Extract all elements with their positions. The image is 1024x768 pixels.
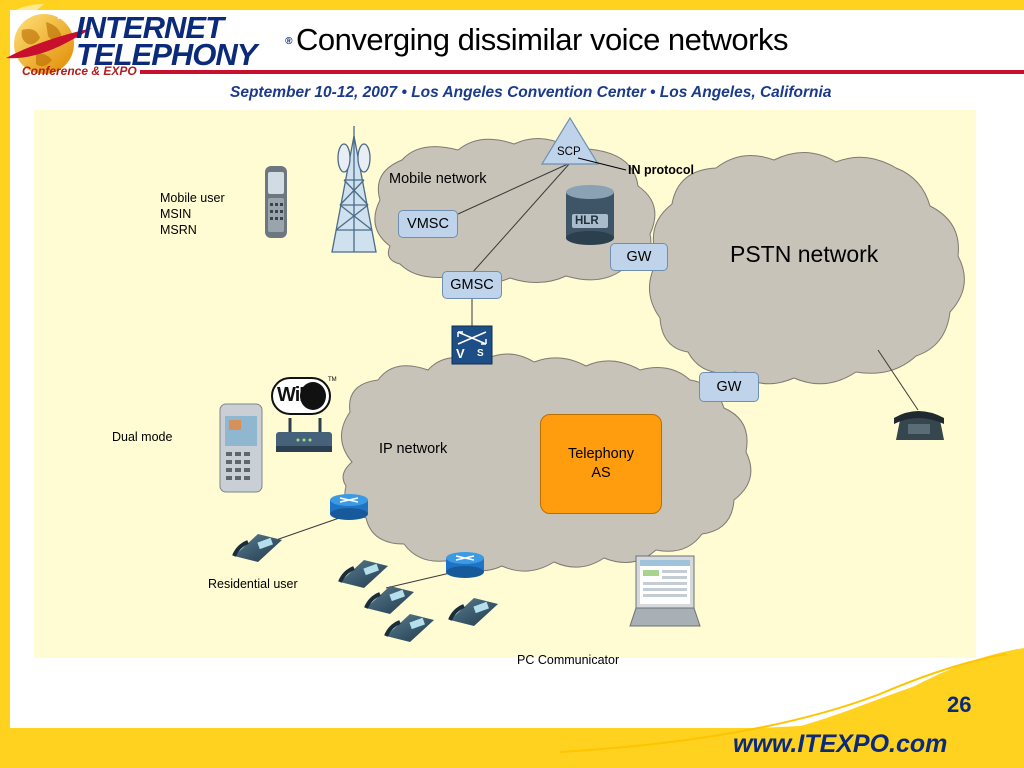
cell-tower-icon xyxy=(331,126,377,253)
connection-lines xyxy=(275,162,919,589)
footer-url-link[interactable]: www.ITEXPO.com xyxy=(733,730,948,758)
ip-network-label: IP network xyxy=(379,441,448,457)
telephony-as-line1: Telephony xyxy=(567,446,635,463)
dual-mode-pda-icon xyxy=(219,403,263,493)
ip-phone-icon xyxy=(448,598,498,626)
wifi-access-point-icon xyxy=(276,418,332,452)
logo-conference-expo-text: Conference & EXPO xyxy=(22,64,137,78)
mobile-user-label: Mobile user MSIN MSRN xyxy=(160,190,225,238)
residential-user-label: Residential user xyxy=(208,577,298,591)
pc-communicator-label: PC Communicator xyxy=(517,653,620,667)
wifi-logo-wi: WiFi xyxy=(277,384,316,406)
mobile-phone-icon xyxy=(265,166,287,238)
mobile-user-line2: MSIN xyxy=(160,207,192,221)
logo-registered-mark: ® xyxy=(285,36,292,47)
wifi-logo-text: WiFi xyxy=(277,384,316,407)
footer-swoosh-edge xyxy=(559,653,1007,753)
gw-node-mobile-pstn: GW xyxy=(610,243,668,271)
wifi-logo-tm: TM xyxy=(328,377,337,383)
vs-switch-icon xyxy=(451,325,493,365)
pstn-desk-phone-icon xyxy=(894,411,944,440)
ip-phone-icon xyxy=(232,534,282,562)
gmsc-node: GMSC xyxy=(442,271,502,299)
scp-node xyxy=(540,116,600,165)
vs-switch-s-label: S xyxy=(477,348,484,359)
router-icon-1 xyxy=(330,494,368,520)
logo-tmc-badge: TMC xyxy=(56,11,78,22)
footer-swoosh xyxy=(520,650,1024,768)
mobile-network-label: Mobile network xyxy=(389,171,487,187)
logo-globe xyxy=(6,4,92,74)
vs-switch-v-label: V xyxy=(456,346,465,361)
scp-label: SCP xyxy=(557,146,581,158)
ip-phone-icon xyxy=(338,560,388,588)
laptop-pc-icon xyxy=(629,555,701,627)
mobile-user-line3: MSRN xyxy=(160,223,197,237)
pstn-network-cloud xyxy=(649,151,965,385)
ip-phone-icon xyxy=(384,614,434,642)
event-subtitle: September 10-12, 2007 • Los Angeles Conv… xyxy=(230,84,832,101)
router-icon-2 xyxy=(446,552,484,578)
hlr-label: HLR xyxy=(575,215,599,227)
in-protocol-pointer xyxy=(577,157,627,171)
dual-mode-label: Dual mode xyxy=(112,430,173,444)
vmsc-node: VMSC xyxy=(398,210,458,238)
telephony-as-node: Telephony AS xyxy=(540,414,662,514)
in-protocol-label: IN protocol xyxy=(628,163,694,177)
logo-telephony-text: TELEPHONY xyxy=(76,37,257,72)
gw-node-ip-pstn: GW xyxy=(699,372,759,402)
pstn-network-label: PSTN network xyxy=(730,241,879,267)
hlr-database-icon xyxy=(566,185,614,245)
ip-phone-icon xyxy=(364,586,414,614)
wifi-logo-icon xyxy=(271,377,331,415)
telephony-as-line2: AS xyxy=(591,465,611,481)
header-rule xyxy=(140,70,1024,74)
slide-title: Converging dissimilar voice networks xyxy=(296,22,788,57)
logo-internet-text: INTERNET xyxy=(76,10,224,45)
mobile-user-line1: Mobile user xyxy=(160,191,225,205)
page-number: 26 xyxy=(947,692,972,717)
